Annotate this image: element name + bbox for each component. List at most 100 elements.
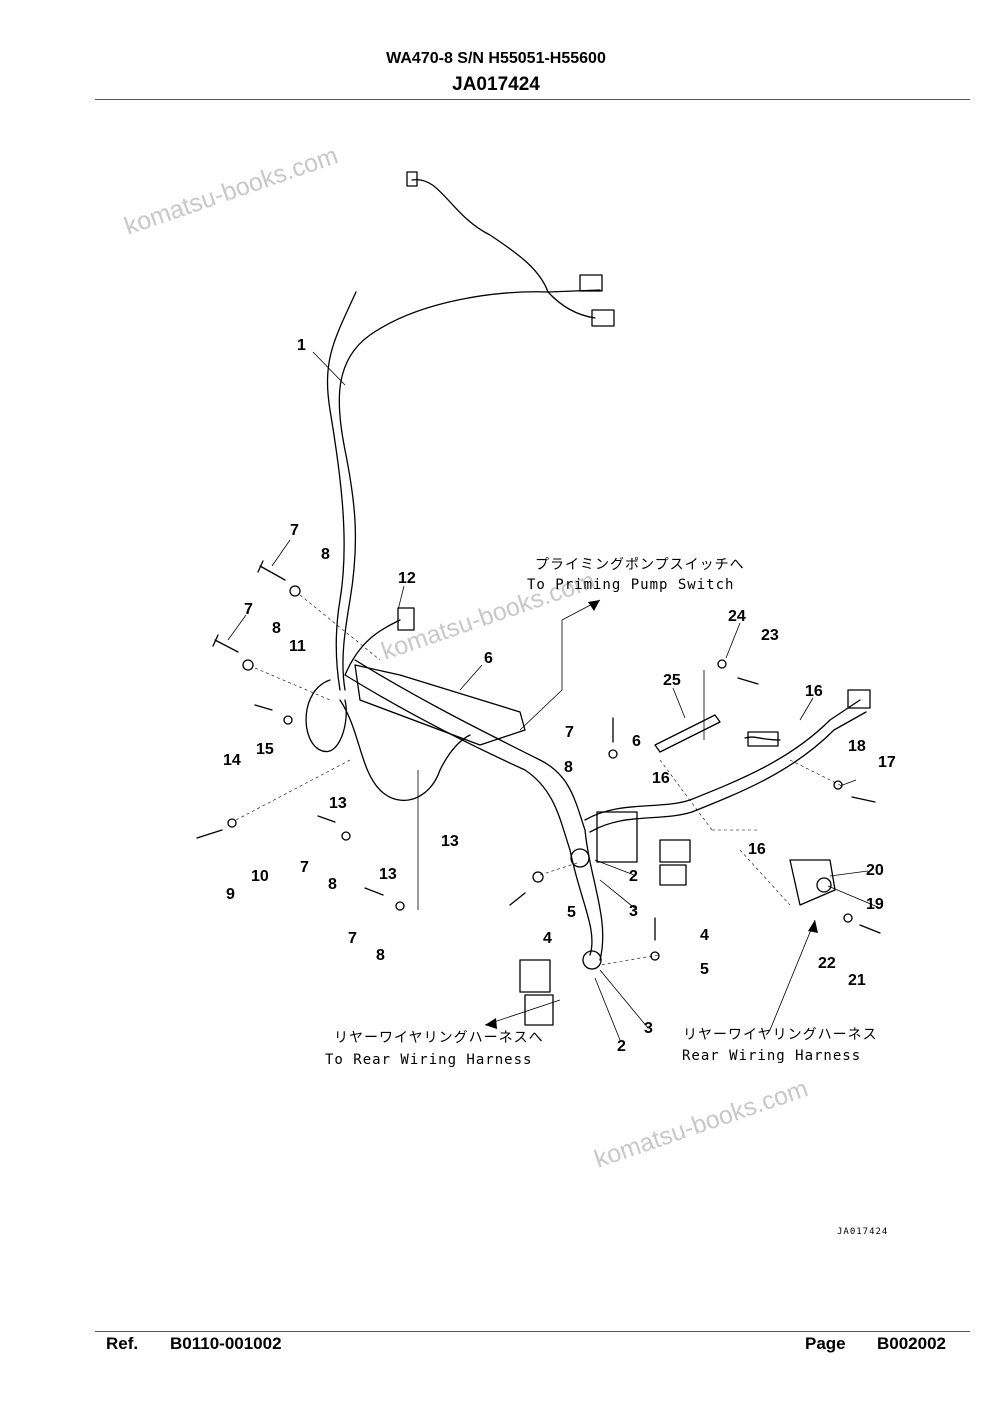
callout-20: 20 <box>866 862 884 879</box>
callout-8: 8 <box>321 546 330 563</box>
bolt-23 <box>737 677 759 685</box>
callout-2: 2 <box>629 868 638 885</box>
callout-13: 13 <box>329 795 347 812</box>
callout-3: 3 <box>629 903 638 920</box>
callout-1: 1 <box>297 337 306 354</box>
callout-21: 21 <box>848 972 866 989</box>
document-id: JA017424 <box>452 74 540 95</box>
note-rear-jp: リヤーワイヤリングハーネス <box>683 1027 878 1043</box>
callout-18: 18 <box>848 738 866 755</box>
callout-7: 7 <box>290 522 299 539</box>
callout-7: 7 <box>348 930 357 947</box>
washer-8c <box>341 831 351 841</box>
bolt-7d <box>364 887 384 896</box>
bolt-21 <box>859 924 881 934</box>
callout-19: 19 <box>866 896 884 913</box>
callout-labels: 1 7 8 12 7 8 11 6 14 15 13 13 13 9 10 7 … <box>223 337 896 1055</box>
callout-16: 16 <box>805 683 823 700</box>
callout-5: 5 <box>567 904 576 921</box>
clamp-19 <box>816 877 832 893</box>
arrow-to-rear <box>485 1018 497 1029</box>
callout-8: 8 <box>376 947 385 964</box>
washer-10 <box>227 818 237 828</box>
watermark-top: komatsu-books.com <box>121 141 342 240</box>
watermark-bottom: komatsu-books.com <box>591 1074 812 1173</box>
harness-right-branch-inner <box>589 711 867 833</box>
page-label: Page <box>805 1334 846 1353</box>
callout-15: 15 <box>256 741 274 758</box>
callout-11: 11 <box>289 638 306 655</box>
bolt-17 <box>851 796 876 803</box>
footer-divider <box>95 1331 970 1332</box>
bracket-6 <box>354 664 526 746</box>
callout-6: 6 <box>632 733 641 750</box>
callout-2: 2 <box>617 1038 626 1055</box>
connector-mid-b <box>659 864 687 886</box>
model-title: WA470-8 S/N H55051-H55600 <box>386 50 606 67</box>
harness-branch-connector <box>547 291 596 319</box>
connector-16 <box>747 731 779 747</box>
callout-16: 16 <box>748 841 766 858</box>
callout-10: 10 <box>251 868 269 885</box>
callout-7: 7 <box>244 601 253 618</box>
note-priming-en: To Priming Pump Switch <box>527 577 734 593</box>
harness-right-sub <box>744 736 781 741</box>
drawing-code: JA017424 <box>837 1227 888 1237</box>
harness-main-trunk <box>338 291 549 691</box>
connector-top-left <box>406 171 418 187</box>
washer-18 <box>833 780 843 790</box>
washer-5b <box>650 951 660 961</box>
bolt-7b <box>212 634 239 653</box>
callout-17: 17 <box>878 754 896 771</box>
callout-7: 7 <box>565 724 574 741</box>
harness-lower-left <box>339 699 471 801</box>
callout-4: 4 <box>543 930 552 947</box>
note-to-rear-en: To Rear Wiring Harness <box>325 1052 532 1068</box>
callout-6: 6 <box>484 650 493 667</box>
callout-24: 24 <box>728 608 746 625</box>
bolt-14 <box>254 704 273 711</box>
callout-14: 14 <box>223 752 241 769</box>
callout-12: 12 <box>398 570 416 587</box>
dashed-alignment-lines <box>235 594 841 966</box>
connector-rear-a <box>519 959 551 993</box>
harness-left-loop <box>305 679 347 753</box>
callout-9: 9 <box>226 886 235 903</box>
clamp-2-lower <box>582 950 602 970</box>
clamp-20 <box>789 859 836 906</box>
harness-branch-top <box>411 179 601 293</box>
callout-3: 3 <box>644 1020 653 1037</box>
callout-4: 4 <box>700 927 709 944</box>
connector-right <box>847 689 871 709</box>
arrow-priming <box>588 600 600 611</box>
callout-7: 7 <box>300 859 309 876</box>
header-divider <box>95 99 970 100</box>
note-rear-en: Rear Wiring Harness <box>682 1048 861 1064</box>
washer-22 <box>843 913 853 923</box>
bolt-4a <box>509 892 526 906</box>
ref-label: Ref. <box>106 1334 139 1353</box>
washer-8a <box>289 585 301 597</box>
connector-top-right-a <box>579 274 603 292</box>
callout-25: 25 <box>663 672 681 689</box>
washer-5a <box>532 871 544 883</box>
note-priming-jp: プライミングポンプスイッチへ <box>535 557 745 573</box>
callout-8: 8 <box>564 759 573 776</box>
clamp-2-upper <box>570 848 590 868</box>
arrow-rear <box>808 920 818 933</box>
callout-16: 16 <box>652 770 670 787</box>
connector-mid <box>659 839 691 863</box>
callout-22: 22 <box>818 955 836 972</box>
bracket-25 <box>654 714 721 753</box>
page-value: B002002 <box>877 1334 947 1353</box>
note-to-rear-jp: リヤーワイヤリングハーネスへ <box>334 1030 544 1046</box>
callout-8: 8 <box>272 620 281 637</box>
harness-lower-trunk-inner <box>344 674 593 956</box>
bolt-9 <box>196 829 223 839</box>
connector-top-right-b <box>591 309 615 327</box>
washer-8e <box>608 749 618 759</box>
callout-23: 23 <box>761 627 779 644</box>
note-pointers <box>417 599 816 1031</box>
harness-right-branch <box>584 699 861 821</box>
